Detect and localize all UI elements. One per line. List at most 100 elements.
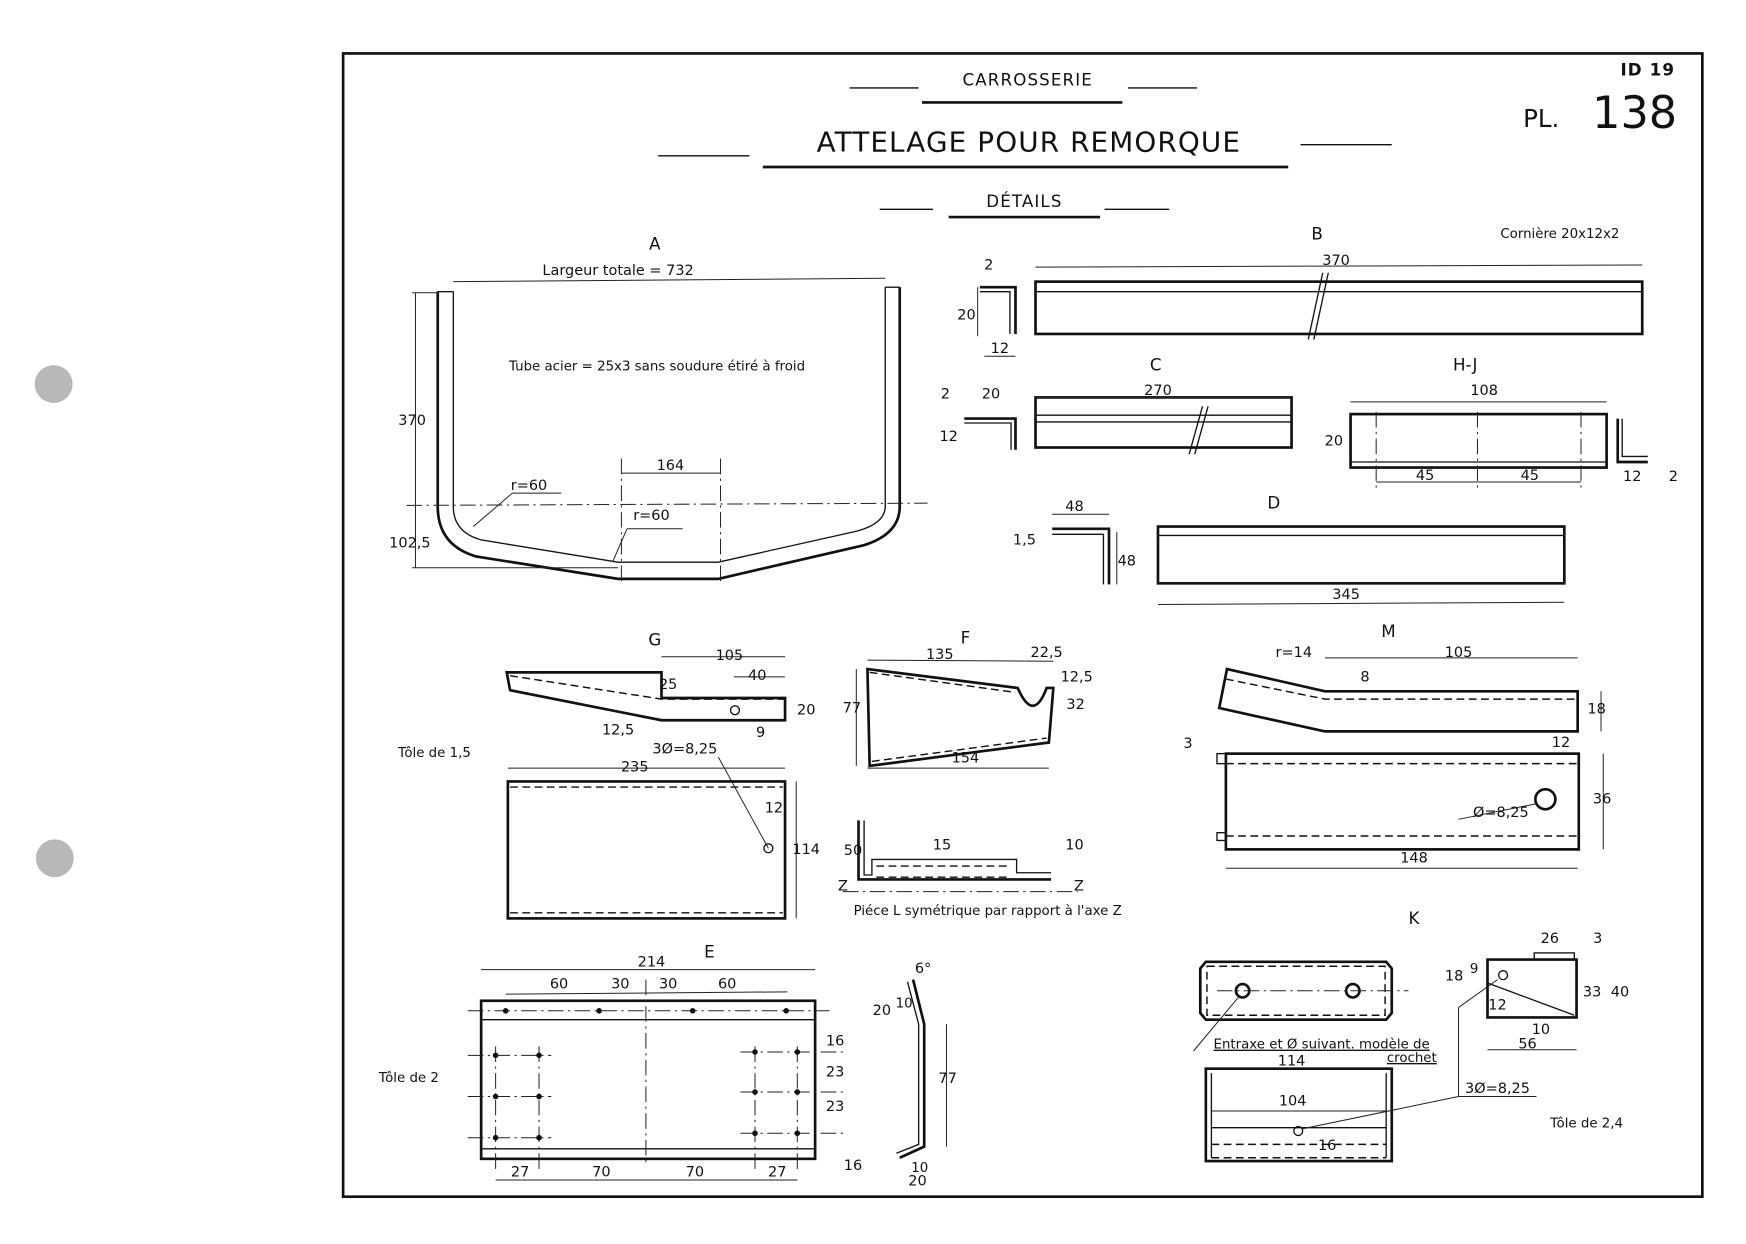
- part-c-dim-width: 20: [982, 387, 1000, 403]
- part-b-label: B: [1311, 224, 1322, 243]
- part-e-material: Tôle de 2: [378, 1070, 439, 1086]
- part-e-dim-top-1: 30: [611, 977, 629, 993]
- part-k-note-2: crochet: [1387, 1051, 1437, 1066]
- part-b-dim-flange: 12: [991, 341, 1009, 357]
- part-e-dim-bottom-2: 70: [686, 1165, 704, 1181]
- part-k-dim-hole-x: 12: [1488, 998, 1506, 1014]
- header: ID 19 PL. 138 CARROSSERIE ATTELAGE POUR …: [658, 61, 1677, 219]
- plate-number: 138: [1592, 88, 1677, 139]
- part-k-dim-h2: 40: [1611, 984, 1629, 1000]
- part-k-dim-width: 56: [1518, 1037, 1536, 1053]
- part-k-dim-outer: 114: [1278, 1053, 1306, 1069]
- part-a-dim-flat: 164: [657, 458, 685, 474]
- part-e-dim-bottom-3: 27: [768, 1165, 786, 1181]
- section-title: CARROSSERIE: [963, 71, 1093, 90]
- part-e-dim-vert-0: 16: [826, 1033, 844, 1049]
- part-f-axis-right: Z: [1074, 879, 1084, 895]
- part-e-dim-foot-a: 16: [844, 1158, 862, 1174]
- part-c-dim-length: 270: [1144, 383, 1172, 399]
- part-e-dim-top-3: 60: [718, 977, 736, 993]
- page-title: ATTELAGE POUR REMORQUE: [817, 125, 1241, 158]
- part-k-dim-inner: 104: [1279, 1093, 1307, 1109]
- part-e-dim-foot-b: 10: [911, 1161, 928, 1176]
- sheet-frame: [341, 52, 1704, 1199]
- part-e-dim-vert-2: 23: [826, 1099, 844, 1115]
- part-k-dim-left-a: 18: [1445, 969, 1463, 985]
- part-g-dim-hole-offset: 9: [756, 725, 765, 741]
- part-g-dim-top: 105: [716, 648, 744, 664]
- part-m-dim-width: 36: [1593, 792, 1611, 808]
- part-g-dim-length: 235: [621, 759, 649, 775]
- part-e-dim-angle: 6°: [915, 961, 931, 977]
- part-b-dim-height: 20: [957, 307, 975, 323]
- part-g-dim-hole-edge: 12: [765, 801, 783, 817]
- part-e-label: E: [704, 942, 715, 961]
- part-g-dim-hole-end: 40: [748, 668, 766, 684]
- part-c-label: C: [1150, 356, 1162, 375]
- part-d: D 48 1,5 48 345: [1013, 494, 1566, 605]
- part-f-note: Piéce L symétrique par rapport à l'axe Z: [854, 903, 1122, 919]
- part-a-width-note: Largeur totale = 732: [542, 263, 693, 279]
- part-f-axis-left: Z: [838, 879, 848, 895]
- part-k-dim-foot: 10: [1532, 1022, 1550, 1038]
- part-c: C 2 20 12 270: [939, 356, 1293, 455]
- part-g-dim-offset: 12,5: [602, 723, 634, 739]
- part-hj-dim-right: 45: [1521, 468, 1539, 484]
- part-d-dim-thickness: 1,5: [1013, 532, 1036, 548]
- part-d-dim-length: 345: [1332, 587, 1360, 603]
- part-e-dim-side-height: 77: [938, 1071, 956, 1087]
- part-a-dim-bottom: 102,5: [389, 536, 430, 552]
- part-b-dim-length: 370: [1322, 253, 1350, 269]
- part-a-material: Tube acier = 25x3 sans soudure étiré à f…: [508, 359, 805, 375]
- part-f-dim-top: 135: [926, 647, 954, 663]
- part-hj-dim-length: 108: [1470, 383, 1498, 399]
- part-b-dim-thickness: 2: [984, 257, 993, 273]
- part-a-radius-inner: r=60: [633, 508, 669, 524]
- part-m-dim-drop: 8: [1360, 669, 1369, 685]
- part-e-dim-bottom-0: 27: [511, 1165, 529, 1181]
- part-f-label: F: [961, 628, 971, 647]
- part-hj-dim-left: 45: [1416, 468, 1434, 484]
- part-hj-dim-height: 20: [1325, 433, 1343, 449]
- part-f-dim-l-thick: 10: [1065, 837, 1083, 853]
- part-k-dim-holes: 3Ø=8,25: [1465, 1081, 1530, 1097]
- part-hj-dim-thickness: 2: [1669, 469, 1678, 485]
- part-k-dim-left-b: 9: [1470, 962, 1479, 977]
- part-b-material: Cornière 20x12x2: [1500, 226, 1619, 242]
- part-m: M r=14 105 8 18 3 12 Ø=8,25 36 148: [1183, 622, 1611, 869]
- part-e-dim-top-2: 30: [659, 977, 677, 993]
- part-f-dim-height: 77: [843, 700, 861, 716]
- part-e-dim-length: 214: [638, 954, 666, 970]
- part-g-label: G: [648, 631, 661, 650]
- part-g: G Tôle de 1,5 105 25 40 20 12,5 9 3Ø=8,2…: [397, 631, 820, 920]
- part-m-dim-radius: r=14: [1276, 645, 1312, 661]
- part-m-dim-height: 18: [1587, 702, 1605, 718]
- part-a-radius-outer: r=60: [511, 478, 547, 494]
- part-a: A Largeur totale = 732 Tube acier = 25x3…: [389, 234, 928, 585]
- part-g-dim-slope: 25: [659, 677, 677, 693]
- part-g-dim-width: 114: [792, 842, 820, 858]
- part-m-dim-length: 148: [1400, 851, 1428, 867]
- part-d-dim-flange-top: 48: [1065, 499, 1083, 515]
- binder-hole-top: [34, 365, 73, 403]
- part-c-dim-thickness: 2: [941, 387, 950, 403]
- part-a-dim-height: 370: [398, 413, 426, 429]
- part-f-dim-notch: 22,5: [1031, 645, 1063, 661]
- part-k-label: K: [1409, 909, 1421, 928]
- part-d-dim-flange-side: 48: [1118, 554, 1136, 570]
- part-k-dim-lip: 3: [1593, 931, 1602, 947]
- part-m-dim-hole-edge: 12: [1552, 735, 1570, 751]
- part-hj-dim-flange: 12: [1623, 469, 1641, 485]
- binder-hole-bottom: [35, 839, 74, 878]
- part-m-dim-lip: 3: [1183, 736, 1192, 752]
- part-m-label: M: [1381, 622, 1395, 641]
- part-k-dim-hole-off: 16: [1318, 1138, 1336, 1154]
- part-a-label: A: [649, 234, 661, 253]
- part-g-dim-holes: 3Ø=8,25: [652, 742, 717, 758]
- part-e-dim-side-b: 10: [896, 996, 913, 1011]
- part-k-dim-h1: 33: [1583, 984, 1601, 1000]
- part-f-dim-l-height: 50: [844, 843, 862, 859]
- part-e-dim-foot-c: 20: [908, 1174, 926, 1190]
- part-c-dim-flange: 12: [939, 429, 957, 445]
- sheet-id: ID 19: [1620, 61, 1675, 80]
